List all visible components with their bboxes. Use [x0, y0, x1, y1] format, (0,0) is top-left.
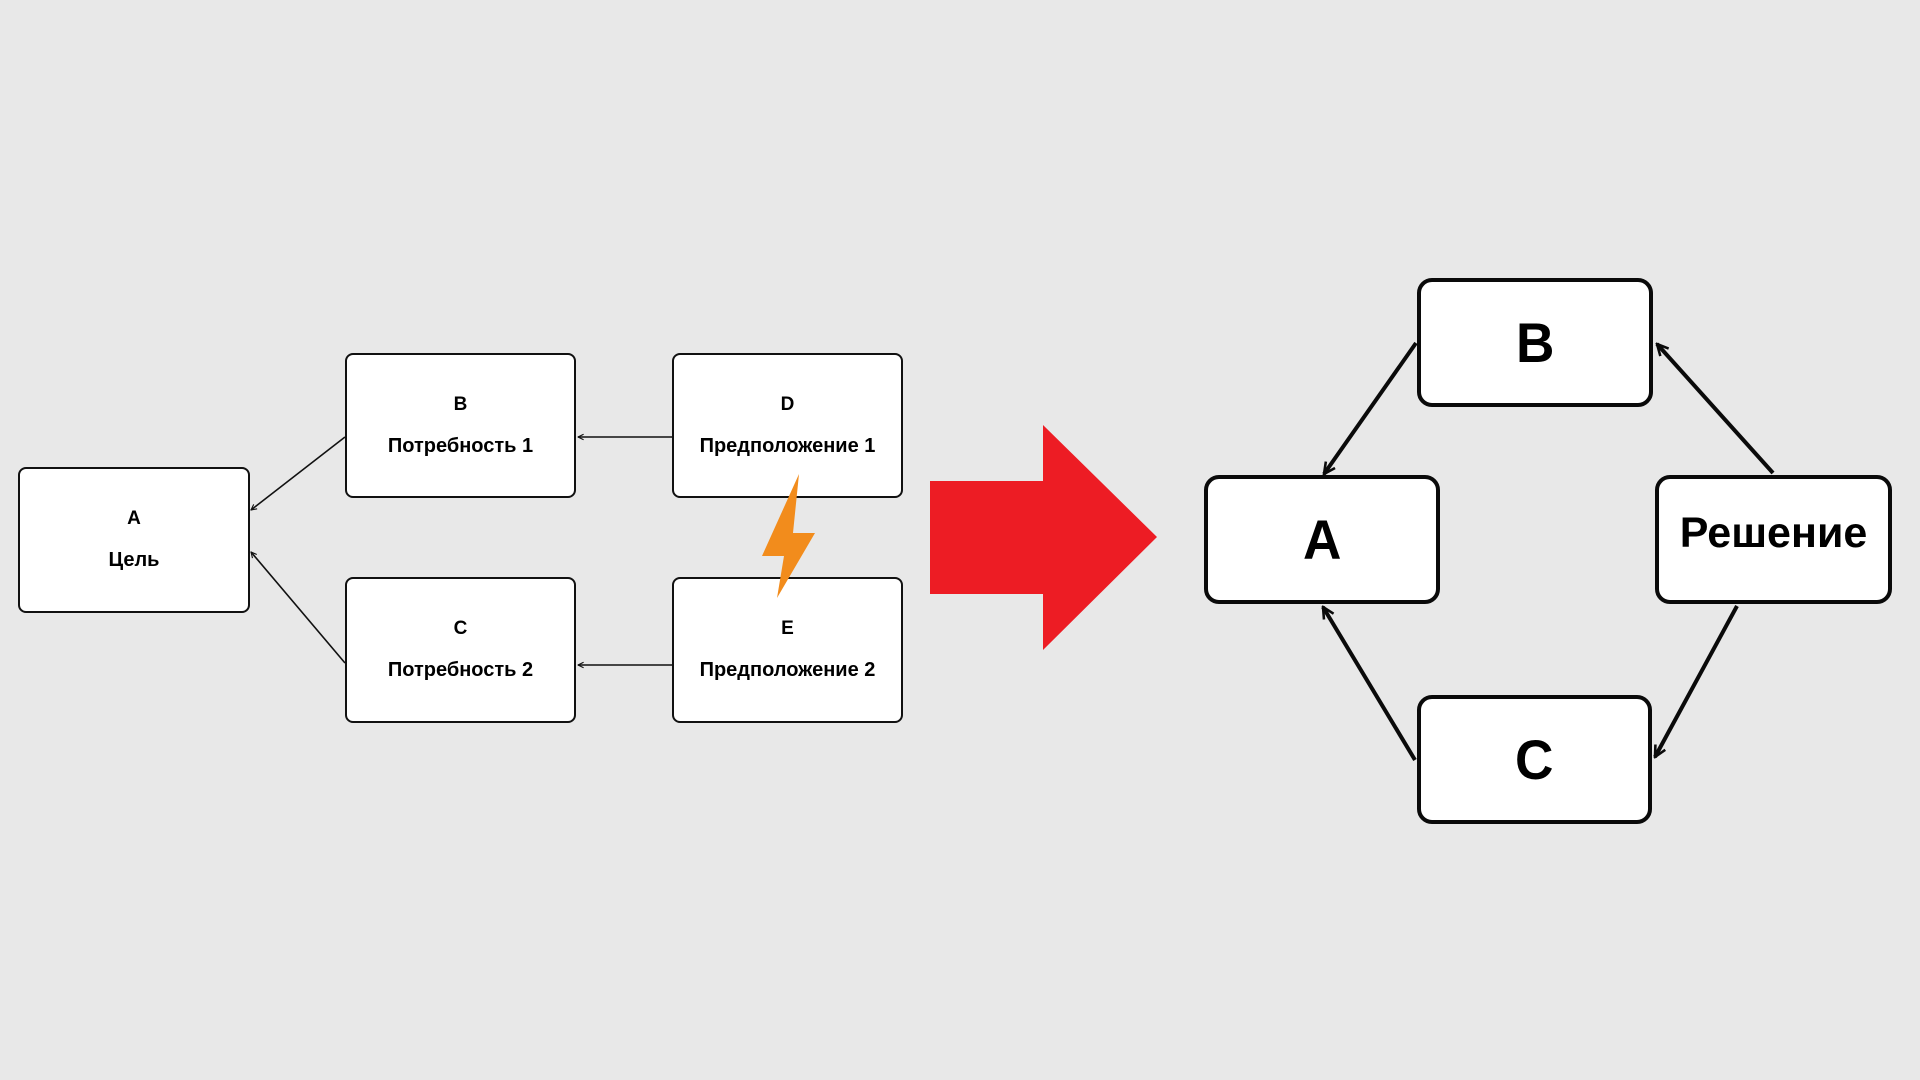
- node-caption: Потребность 2: [387, 659, 534, 681]
- node-caption: Цель: [108, 549, 160, 571]
- node-caption: C: [1515, 727, 1554, 791]
- node-caption: B: [1515, 310, 1555, 374]
- node-e-assumption-2[interactable]: E Предположение 2: [672, 577, 903, 723]
- node-a-right[interactable]: A: [1204, 475, 1440, 604]
- node-caption: Предположение 2: [699, 659, 876, 681]
- node-letter: E: [781, 618, 794, 639]
- node-solution[interactable]: Решение: [1655, 475, 1892, 604]
- node-a-goal[interactable]: A Цель: [18, 467, 250, 613]
- edge-b-to-a-right: [1324, 341, 1418, 474]
- node-c-right[interactable]: C: [1417, 695, 1652, 824]
- edge-b-to-a: [251, 436, 346, 510]
- node-caption: A: [1302, 507, 1342, 571]
- node-caption: Потребность 1: [387, 434, 534, 457]
- node-c-need-2[interactable]: C Потребность 2: [345, 577, 576, 723]
- node-letter: C: [453, 618, 468, 639]
- node-letter: A: [127, 508, 141, 529]
- edge-c-to-a: [251, 552, 346, 664]
- node-b-need-1[interactable]: B Потребность 1: [345, 353, 576, 498]
- node-letter: D: [780, 393, 795, 415]
- edge-c-to-a-right: [1321, 607, 1417, 762]
- node-caption: Предположение 1: [699, 434, 876, 457]
- node-d-assumption-1[interactable]: D Предположение 1: [672, 353, 903, 498]
- node-letter: B: [453, 393, 468, 415]
- edge-solution-to-b: [1657, 344, 1775, 475]
- edge-solution-to-c: [1653, 605, 1739, 757]
- node-caption: Решение: [1679, 508, 1868, 557]
- node-b-right[interactable]: B: [1417, 278, 1653, 407]
